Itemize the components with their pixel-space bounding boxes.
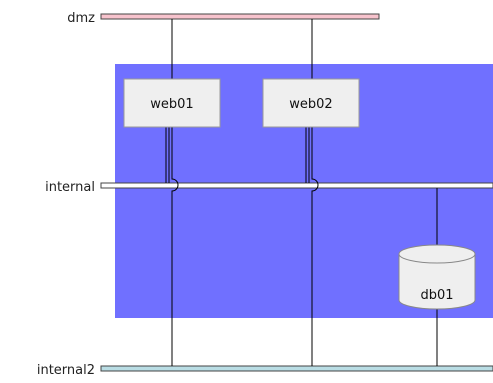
web02-node[interactable]: web02 (262, 78, 360, 128)
db01-node[interactable]: db01 (398, 244, 476, 310)
internal2-network-label: internal2 (37, 363, 95, 378)
web02-internal-link (305, 127, 310, 183)
web01-box (123, 78, 221, 128)
web01-internal2-link (171, 127, 179, 366)
web02-internal2-link (311, 127, 319, 366)
db01-cylinder-top (398, 244, 476, 264)
dmz-network-bar (100, 13, 380, 20)
dmz-network-label: dmz (67, 11, 95, 26)
internal2-network-bar (100, 365, 493, 372)
web01-internal-link (165, 127, 170, 183)
internal-network-bar (100, 182, 493, 189)
db01-cylinder-body (398, 254, 476, 310)
internal-network-label: internal (45, 180, 95, 195)
db01-label: db01 (420, 288, 453, 303)
web02-box (262, 78, 360, 128)
web01-label: web01 (150, 97, 193, 112)
web01-node[interactable]: web01 (123, 78, 221, 128)
web02-label: web02 (289, 97, 332, 112)
